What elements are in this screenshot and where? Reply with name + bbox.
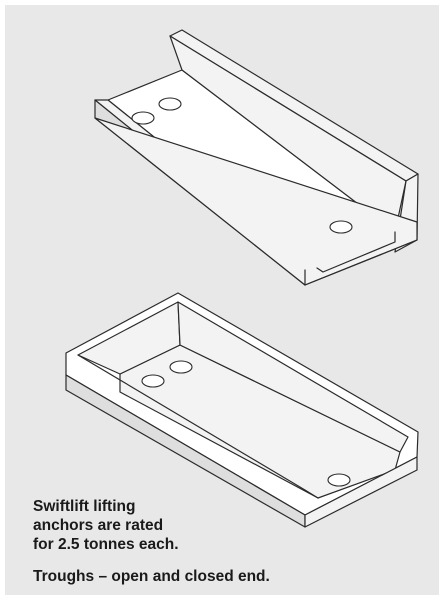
anchor-hole [158,97,182,111]
anchor-hole [169,360,193,374]
open-end-profile [304,239,418,286]
closed-end-trough [65,292,419,528]
anchor-hole [327,473,351,487]
front-inner-edge [77,354,319,499]
anchor-hole [329,220,353,234]
anchor-rating-caption: Swiftlift lifting anchors are rated for … [33,497,333,554]
open-end-trough [94,29,419,286]
figure-subtitle: Troughs – open and closed end. [33,568,270,585]
anchor-hole [131,111,155,125]
closed-end-outer [304,456,418,528]
caption-line: Swiftlift lifting [33,498,136,515]
open-end-inner [316,231,396,273]
caption-line: anchors are rated [33,517,164,534]
closed-back-wall [177,301,409,453]
caption-line: for 2.5 tonnes each. [33,536,179,553]
anchor-hole [141,374,165,388]
